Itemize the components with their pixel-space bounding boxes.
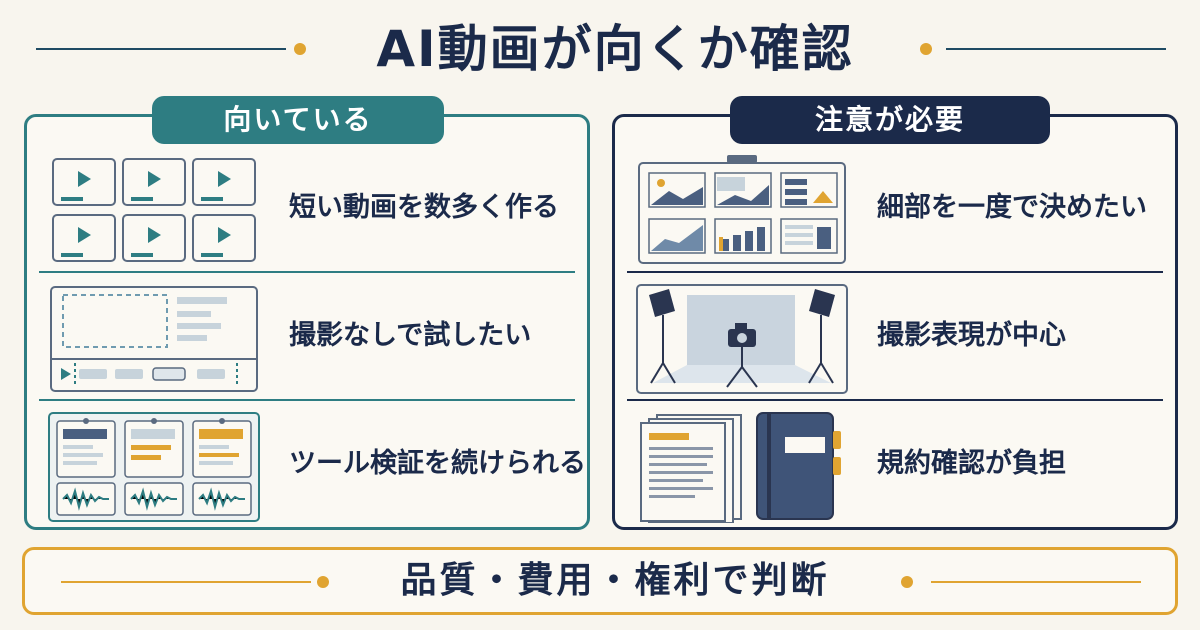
item-label: 短い動画を数多く作る xyxy=(289,192,559,223)
editor-timeline-icon xyxy=(50,286,258,392)
caution-panel: 細部を一度で決めたい 撮影表現が中心 xyxy=(612,114,1178,530)
conclusion-text: 品質・費用・権利で判断 xyxy=(400,560,830,601)
title-row: AI動画が向くか確認 xyxy=(0,14,1200,84)
title-divider-left xyxy=(36,48,286,50)
row-divider xyxy=(39,271,575,273)
footer-divider-right xyxy=(931,581,1141,583)
item-label: ツール検証を続けられる xyxy=(289,448,586,479)
footer-dot-left xyxy=(317,576,329,588)
item-label: 細部を一度で決めたい xyxy=(877,192,1147,223)
row-divider xyxy=(627,399,1163,401)
storyboard-icon xyxy=(638,155,846,264)
title-dot-right xyxy=(920,43,932,55)
footer-divider-left xyxy=(61,581,311,583)
page-title: AI動画が向くか確認 xyxy=(376,20,854,78)
caution-heading: 注意が必要 xyxy=(730,96,1050,144)
title-divider-right xyxy=(946,48,1166,50)
row-divider xyxy=(627,271,1163,273)
item-label: 規約確認が負担 xyxy=(877,448,1066,479)
studio-camera-icon xyxy=(636,284,848,394)
conclusion-banner: 品質・費用・権利で判断 xyxy=(22,547,1178,615)
list-item: 短い動画を数多く作る xyxy=(39,147,575,273)
item-label: 撮影表現が中心 xyxy=(877,320,1066,351)
footer-dot-right xyxy=(901,576,913,588)
item-label: 撮影なしで試したい xyxy=(289,320,532,351)
list-item: 細部を一度で決めたい xyxy=(627,147,1163,273)
tool-comparison-icon xyxy=(48,412,260,522)
suitable-panel: 短い動画を数多く作る 撮影なしで試したい xyxy=(24,114,590,530)
list-item: 撮影なしで試したい xyxy=(39,275,575,401)
video-thumbnails-icon xyxy=(52,158,256,262)
row-divider xyxy=(39,399,575,401)
title-dot-left xyxy=(294,43,306,55)
terms-documents-icon xyxy=(640,412,841,523)
suitable-heading: 向いている xyxy=(152,96,444,144)
list-item: ツール検証を続けられる xyxy=(39,403,586,529)
list-item: 撮影表現が中心 xyxy=(627,275,1163,401)
list-item: 規約確認が負担 xyxy=(627,403,1163,529)
